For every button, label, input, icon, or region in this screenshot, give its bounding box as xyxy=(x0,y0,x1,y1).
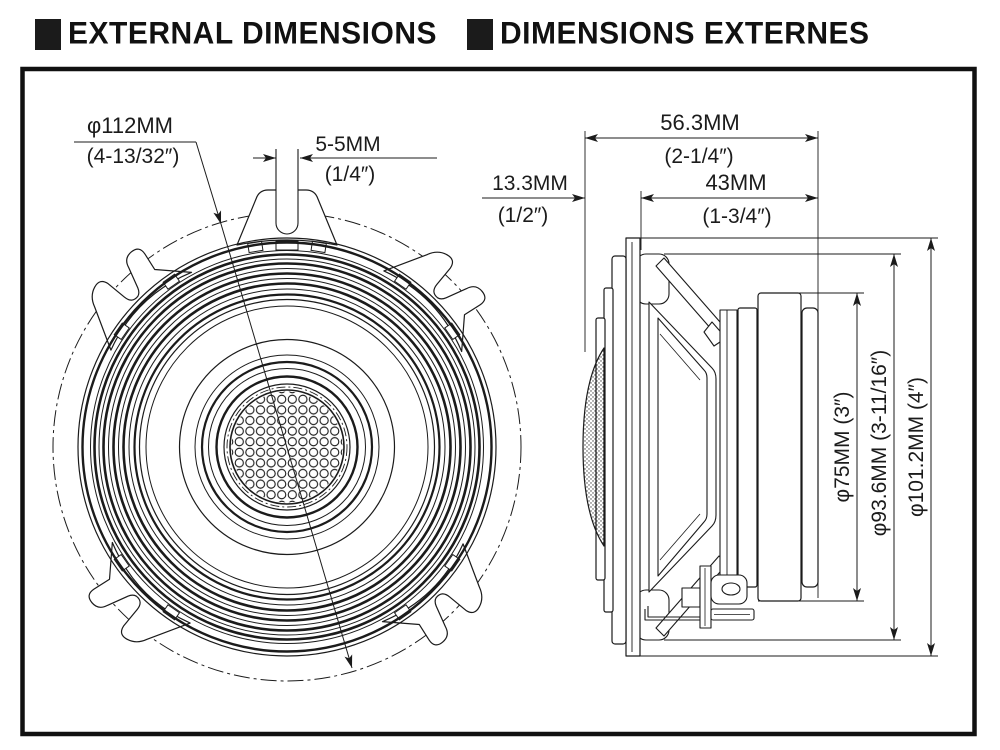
title-bullet-icon xyxy=(35,18,61,50)
mounting-depth-mm: 43MM xyxy=(705,170,766,195)
basket-window-inner xyxy=(657,317,708,577)
title-english: EXTERNAL DIMENSIONS xyxy=(68,16,437,51)
page-title: EXTERNAL DIMENSIONS DIMENSIONS EXTERNES xyxy=(35,16,870,51)
grille-dome xyxy=(582,347,605,547)
tweeter-dashdot-circle xyxy=(226,386,348,508)
top-slot xyxy=(275,149,299,235)
drawing-frame xyxy=(20,66,977,737)
title-french: DIMENSIONS EXTERNES xyxy=(500,16,870,51)
magnet xyxy=(757,292,802,602)
mounting-depth-in: (1-3/4″) xyxy=(702,205,771,228)
frame-diameter-label: φ93.6MM (3-11/16″) xyxy=(868,350,891,536)
terminal-wire xyxy=(644,606,702,621)
basket-ring xyxy=(719,309,738,586)
title-bullet-icon xyxy=(467,18,493,50)
terminal-bracket xyxy=(699,565,712,629)
magnet-diameter-label: φ75MM (3″) xyxy=(831,392,854,503)
front-view: φ112MM (4-13/32″) 5-5MM (1/4″) xyxy=(52,113,522,682)
magnet-front-plate xyxy=(737,307,758,588)
terminal-assembly xyxy=(644,565,755,629)
overall-diameter-label: φ101.2MM (4″) xyxy=(905,377,928,517)
slot-dim-mm: 5-5MM xyxy=(315,133,380,156)
speaker-rings xyxy=(77,237,497,657)
bolt-circle-dim-mm: φ112MM xyxy=(87,113,173,138)
total-depth-in: (2-1/4″) xyxy=(664,145,733,168)
terminal-block xyxy=(681,587,701,608)
bolt-circle-leader xyxy=(74,141,353,669)
mounting-flange xyxy=(625,237,641,657)
protrusion-mm: 13.3MM xyxy=(492,172,568,195)
side-view: 56.3MM (2-1/4″) 43MM (1-3/4″) 13.3MM (1/… xyxy=(482,110,938,657)
slot-dim-in: (1/4″) xyxy=(325,163,376,186)
total-depth-mm: 56.3MM xyxy=(660,110,739,135)
protrusion-in: (1/2″) xyxy=(498,204,549,227)
terminal-hole xyxy=(721,582,741,596)
terminal-housing xyxy=(710,574,748,605)
trim-ring-outer xyxy=(611,255,627,645)
dimension-lines xyxy=(482,134,935,656)
extension-lines xyxy=(584,131,938,657)
bolt-circle-dim-in: (4-13/32″) xyxy=(87,145,180,168)
slot-dimension xyxy=(253,150,437,222)
magnet-rear-plate xyxy=(801,307,819,588)
